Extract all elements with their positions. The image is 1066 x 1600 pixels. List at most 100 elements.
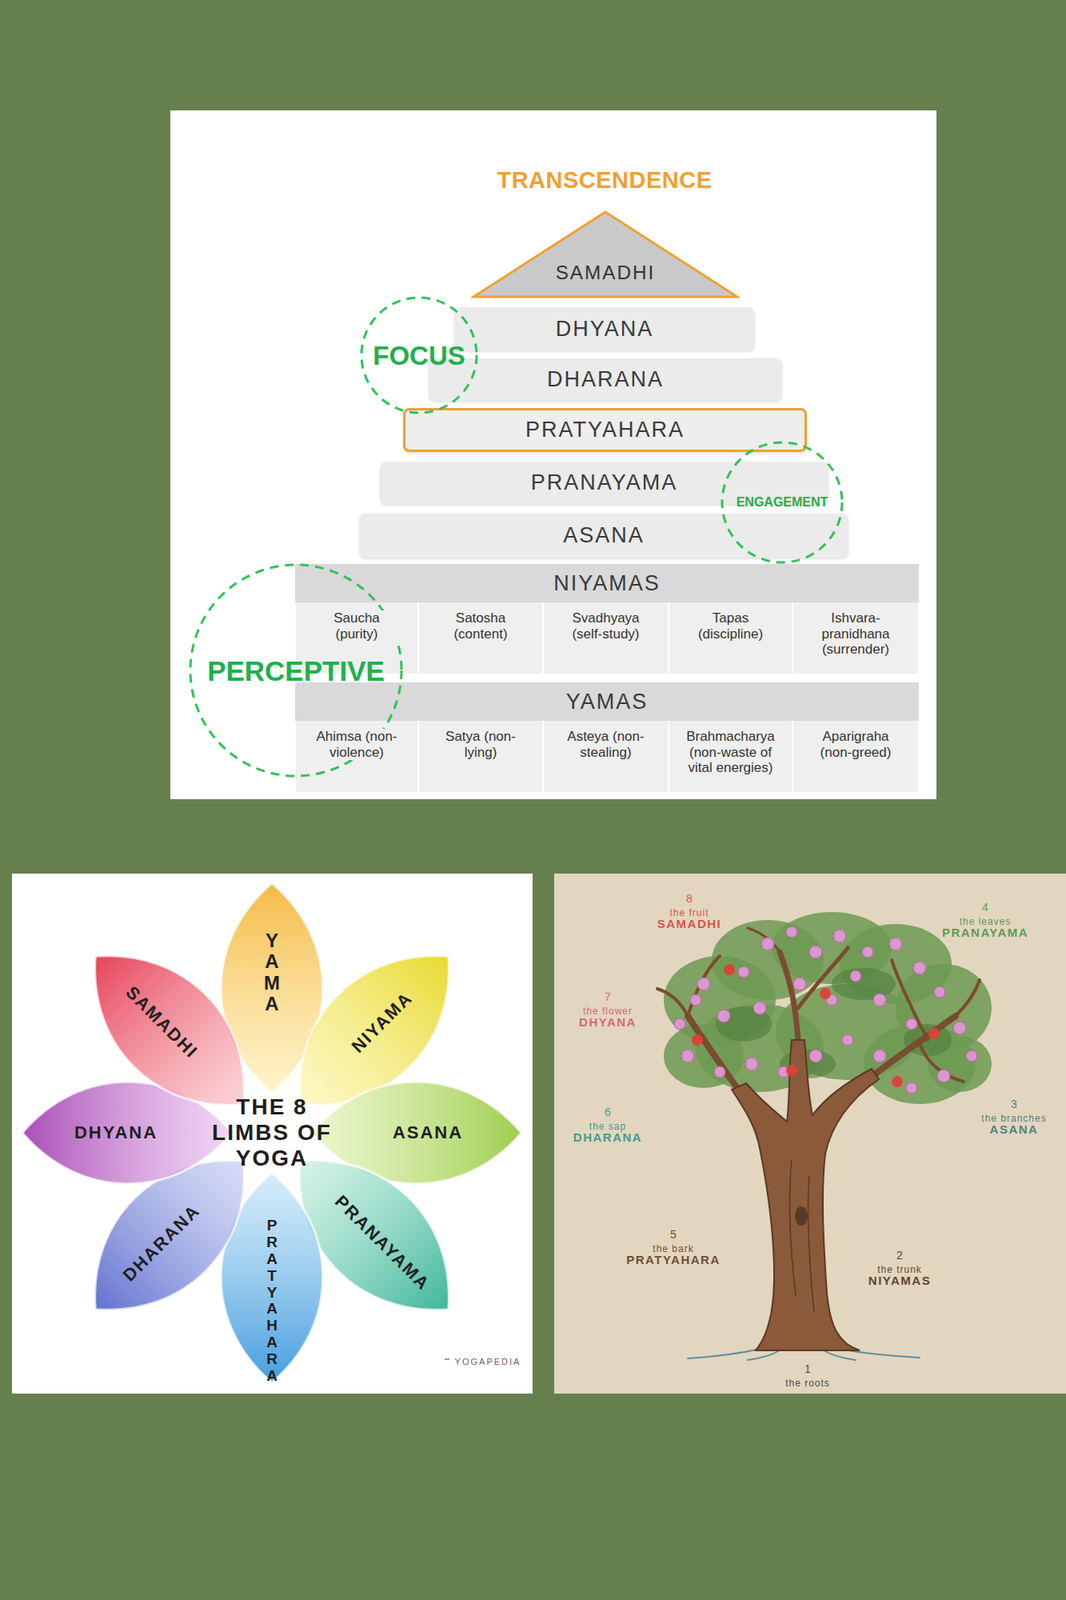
cell-text: Tapas (discipline) [685,610,777,642]
tree-branch [687,955,720,1016]
panels [170,110,937,799]
part-caption: the bark [652,1242,694,1254]
table-cell: Svadhyaya (self-study) [543,602,668,674]
cell-text: Aparigraha (non-greed) [810,728,902,760]
petal-label: PRATYAHARA [263,1217,281,1385]
group-label: ENGAGEMENT [736,495,829,509]
tree-branch [657,988,688,1016]
limb-name: SAMADHI [471,263,740,283]
limb-name-box: ASANA [990,1121,1039,1137]
tree-blossom [793,977,807,991]
table-cell: Tapas (discipline) [669,602,792,674]
callout-number-box: 5 [670,1226,677,1242]
tree-blossom [761,937,775,951]
tree-blossom [889,937,903,951]
tree-trunk [794,1205,808,1226]
watermark: YOGAPEDIA [455,1356,522,1366]
table-cell: Ishvara-pranidhana (surrender) [793,602,919,674]
triangle-outline [471,209,740,299]
part-caption: the trunk [877,1263,923,1275]
tree-blossom [674,926,978,1094]
callout-number: 8 [686,891,693,905]
table-cell: Aparigraha (non-greed) [793,720,919,792]
tree-fruit [786,1064,798,1076]
tree-blossom [809,945,823,959]
callout-number: 5 [670,1227,677,1241]
tree-blossom [966,1050,978,1062]
tree-blossom [873,993,887,1007]
part-caption: the leaves [959,915,1012,927]
tree-blossom [786,926,798,938]
tree-branch [687,1015,738,1088]
part-caption: the roots [785,1377,831,1389]
callout-number: 2 [896,1248,903,1262]
limb-name: PRATYAHARA [626,1252,721,1266]
tree-blossom [717,1009,731,1023]
tree-blossom [953,1021,967,1035]
tree-leaves-shade [831,967,896,1000]
callout-number: 4 [982,900,989,914]
table-header-band: NIYAMAS [295,563,919,603]
tree-trunk [731,1039,879,1350]
limb-bar: DHYANA [454,307,755,351]
tree-branch [798,947,848,1008]
callout-number-box: 1 [804,1361,811,1376]
limb-name: PRANAYAMA [531,471,679,494]
callout-number-box: 4 [982,899,989,915]
heading-label-box: TRANSCENDENCE [496,167,712,194]
tree-branch [657,927,980,1088]
tree-blossom [873,1049,887,1063]
limb-name-box: NIYAMAS [868,1273,931,1288]
limb-name-box: PRANAYAMA [942,925,1029,940]
tree-blossom [913,961,927,975]
callout-number: 7 [604,990,611,1003]
tree-branch [955,979,980,1016]
callout-number-box: 8 [686,890,693,906]
tree-blossom [738,966,750,978]
table-cell: Ahimsa (non-violence) [295,720,418,792]
limb-name: DHYANA [578,1014,637,1029]
callout-number-box: 2 [896,1247,903,1262]
band-title: YAMAS [566,690,649,713]
group-label: PERCEPTIVE [207,656,385,685]
tree-leaves [663,911,992,1104]
flower-title-box: THE 8 LIMBS OF YOGA [203,1093,340,1172]
dashed-ring [361,297,477,413]
tree-fruit [891,1075,903,1087]
cell-text: Asteya (non-stealing) [560,728,652,760]
tree-blossom [753,1001,767,1015]
tree-blossom [697,977,711,991]
heading-label: TRANSCENDENCE [496,167,712,193]
limb-name-box: SAMADHI [657,916,723,931]
tree-blossom [934,986,946,998]
table-cell: Brahmacharya (non-waste of vital energie… [669,720,792,792]
tree-root [747,1349,780,1360]
tree-blossom [850,970,862,982]
table-cell: Satosha (content) [419,602,543,674]
dashed-circle: ENGAGEMENT [720,440,844,564]
panels [554,873,1066,1394]
callout-number: 1 [804,1361,811,1375]
watermark-dash [444,1357,450,1360]
panels [11,110,1066,1394]
limb-name: ASANA [990,1121,1039,1136]
limb-name: DHARANA [546,368,664,391]
tree-blossom [674,1018,686,1030]
limb-name-box: PRATYAHARA [626,1252,721,1267]
limb-bar: ASANA [359,513,849,558]
limb-name: ASANA [562,524,645,547]
tree-fruit [691,1034,703,1046]
tree-fruit [928,1027,940,1039]
tree-branch [891,959,928,1040]
tree-blossom [714,1066,726,1078]
group-label: FOCUS [372,342,466,369]
cell-text: Brahmacharya (non-waste of vital energie… [685,728,777,776]
watermark-box: YOGAPEDIA [455,1353,522,1368]
tree-branch [875,1015,956,1074]
tree-blossom [906,1018,918,1030]
limb-name-box: DHYANA [578,1014,637,1030]
cell-text: Ahimsa (non-violence) [311,728,403,760]
limb-name: PRATYAHARA [525,419,685,441]
tree-root [823,1349,856,1360]
